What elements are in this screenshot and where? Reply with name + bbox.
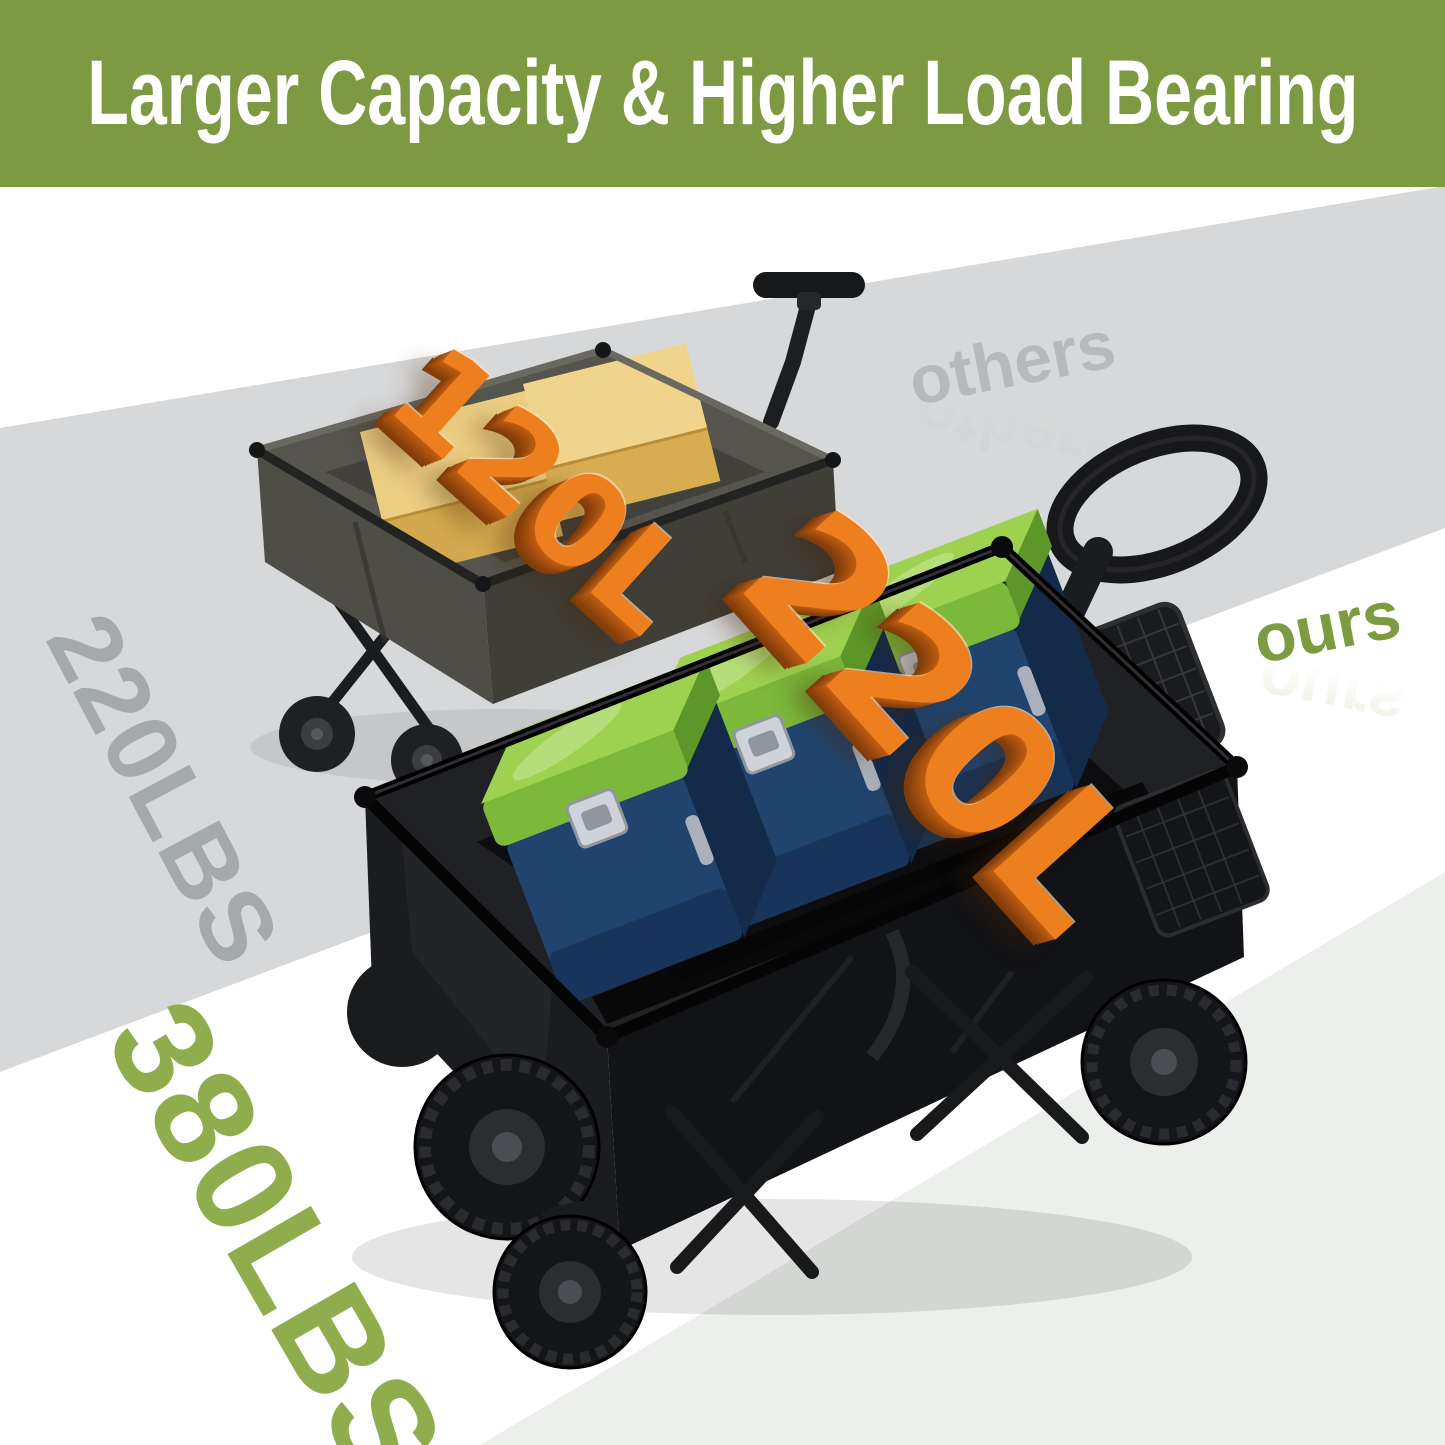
front-swivel-wheel — [492, 1200, 648, 1370]
others-wagon-handle — [753, 272, 865, 430]
side-mesh-pocket — [1113, 769, 1270, 938]
others-wagon-illustration — [249, 272, 865, 796]
left-rear-wheel — [413, 1053, 601, 1241]
diagonal-band-gray — [0, 186, 1445, 1072]
interior-strap — [592, 782, 1157, 1024]
others-wagon-body — [249, 342, 841, 704]
ours-wagon-frame — [665, 965, 1094, 1279]
fabric-handle-strap — [866, 928, 911, 1062]
ours-wagon-wheels — [413, 978, 1248, 1370]
right-wheel — [1080, 978, 1248, 1146]
headline-title: Larger Capacity & Higher Load Bearing — [86, 42, 1359, 144]
headline-banner: Larger Capacity & Higher Load Bearing — [0, 0, 1445, 187]
ours-wagon-illustration — [347, 424, 1270, 1370]
